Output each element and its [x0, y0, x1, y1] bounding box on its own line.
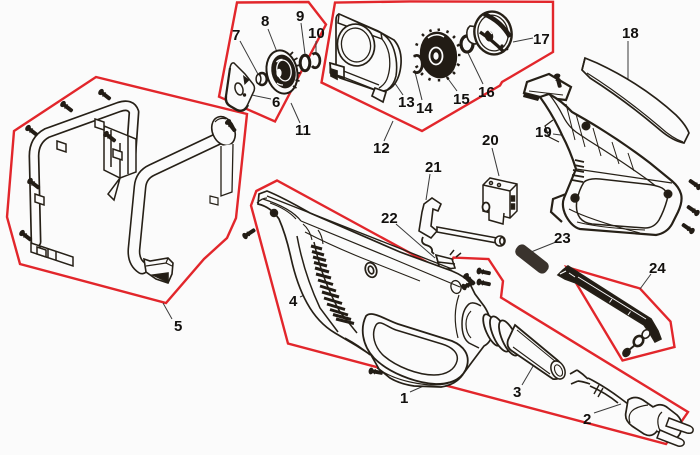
svg-text:12: 12 [373, 140, 390, 157]
svg-text:19: 19 [535, 124, 552, 141]
svg-text:3: 3 [513, 384, 521, 401]
svg-text:5: 5 [174, 318, 182, 335]
svg-text:8: 8 [261, 13, 269, 30]
svg-text:22: 22 [381, 210, 398, 227]
svg-text:15: 15 [453, 91, 470, 108]
svg-text:7: 7 [232, 27, 240, 44]
svg-text:1: 1 [400, 390, 408, 407]
svg-text:10: 10 [308, 25, 325, 42]
svg-text:24: 24 [649, 260, 666, 277]
svg-text:13: 13 [398, 94, 415, 111]
svg-text:14: 14 [416, 100, 433, 117]
svg-text:18: 18 [622, 25, 639, 42]
svg-text:17: 17 [533, 31, 550, 48]
svg-text:9: 9 [296, 8, 304, 25]
svg-text:20: 20 [482, 132, 499, 149]
svg-text:6: 6 [272, 94, 280, 111]
svg-text:23: 23 [554, 230, 571, 247]
svg-text:16: 16 [478, 84, 495, 101]
svg-text:11: 11 [295, 122, 311, 139]
svg-text:4: 4 [289, 293, 298, 310]
svg-text:21: 21 [425, 159, 442, 176]
svg-text:2: 2 [583, 411, 591, 428]
